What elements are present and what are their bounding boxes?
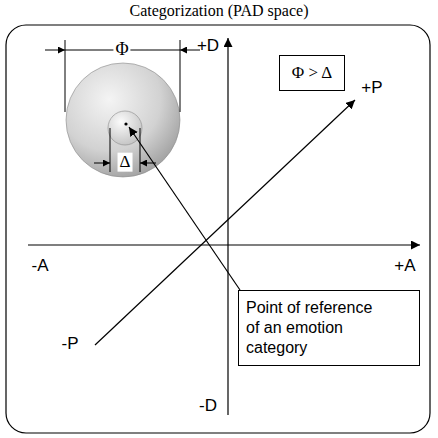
inner-sphere	[108, 111, 142, 145]
box-text: Point of reference of an emotion categor…	[246, 298, 386, 358]
outer-sphere	[66, 63, 180, 177]
dimension-arrow	[45, 50, 65, 51]
dimension-label: Φ	[113, 40, 130, 60]
callout-box: Point of reference of an emotion categor…	[238, 290, 420, 366]
dimension-arrow	[94, 163, 110, 164]
diagram-title: Categorization (PAD space)	[130, 2, 309, 20]
reference-point	[124, 122, 127, 125]
axis-label: +D	[197, 37, 219, 56]
dimension-line	[180, 40, 181, 112]
axis-label: -P	[62, 335, 79, 354]
axis-label: -A	[32, 257, 49, 276]
condition-box: Φ > Δ	[279, 55, 345, 91]
leader-arrow	[129, 127, 240, 290]
dimension-line	[140, 128, 141, 172]
a-axis	[28, 244, 420, 245]
frame	[6, 25, 430, 433]
box-text: Φ > Δ	[292, 62, 333, 83]
axis-label: +A	[394, 257, 415, 276]
d-axis	[227, 38, 228, 415]
dimension-label: Δ	[118, 153, 133, 172]
dimension-line	[110, 128, 111, 172]
axis-label: +P	[361, 79, 382, 98]
dimension-line	[65, 40, 66, 112]
axis-label: -D	[199, 397, 217, 416]
